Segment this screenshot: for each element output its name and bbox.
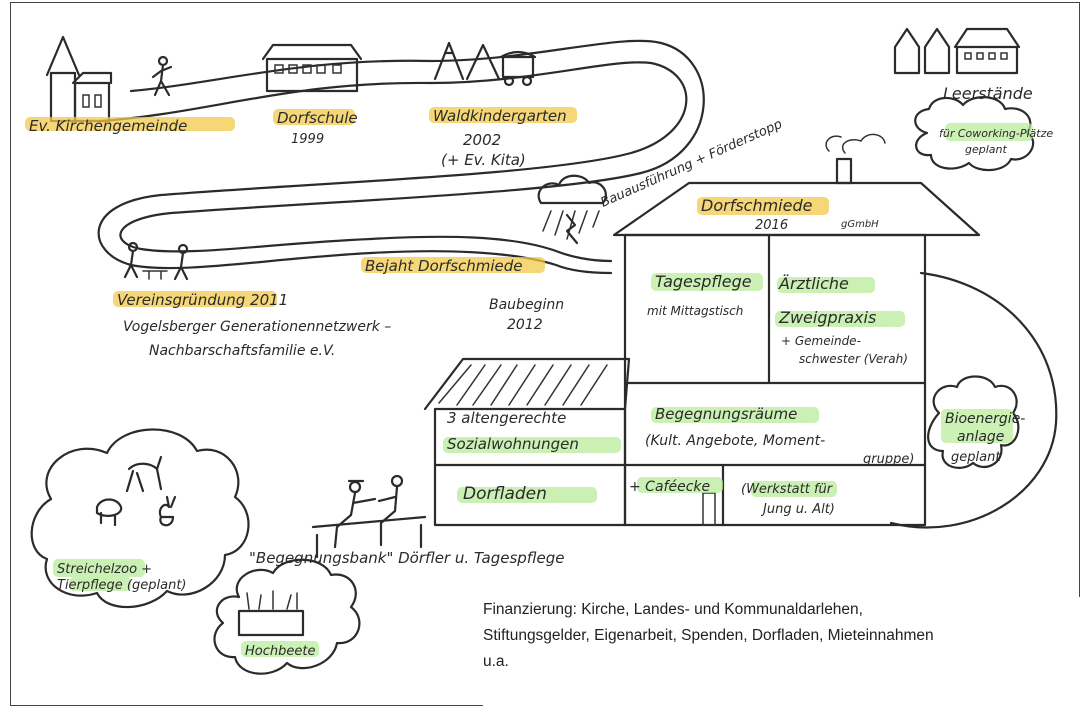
- hiker-drawing: [151, 55, 173, 97]
- annex-building: [423, 357, 631, 527]
- label-apartments-line2: Sozialwohnungen: [447, 435, 579, 453]
- bench-drawing: [311, 474, 427, 559]
- church-drawing: [45, 35, 113, 123]
- bioenergy-cloud: [927, 375, 1020, 469]
- label-school-year: 1999: [291, 132, 324, 147]
- sketch-frame: Ev. Kirchengemeinde Dorfschule 1999 Wald…: [10, 2, 1083, 707]
- label-bench: "Begegnungsbank" Dörfler u. Tagespflege: [249, 549, 564, 567]
- label-association: Vereinsgründung 2011: [117, 291, 288, 309]
- label-workshop-line1: (Werkstatt für: [741, 482, 834, 497]
- school-drawing: [261, 43, 363, 93]
- label-forest-kindergarten-year: 2002: [463, 131, 501, 149]
- label-coworking-planned: geplant: [965, 143, 1008, 156]
- winding-path: [97, 39, 705, 275]
- label-construction-start: Baubeginn: [489, 297, 564, 313]
- label-bioenergy-line1: Bioenergie-: [945, 411, 1025, 427]
- petting-zoo-drawing: [30, 428, 250, 609]
- label-forest-kindergarten: Waldkindergarten: [433, 107, 567, 125]
- label-nurse-line2: schwester (Verah): [799, 352, 908, 366]
- highlights: [25, 107, 1033, 657]
- label-branch-practice: Zweigpraxis: [778, 308, 876, 327]
- smithy-building: [612, 133, 981, 527]
- label-church: Ev. Kirchengemeinde: [29, 117, 187, 135]
- funding-line-2: Stiftungsgelder, Eigenarbeit, Spenden, D…: [483, 627, 934, 644]
- loop-around-building: [889, 271, 1058, 529]
- funding-note: Finanzierung: Kirche, Landes- und Kommun…: [483, 597, 1083, 707]
- label-construction-start-year: 2012: [507, 317, 543, 333]
- label-daycare-lunch: mit Mittagstisch: [647, 304, 743, 318]
- funding-line-1: Finanzierung: Kirche, Landes- und Kommun…: [483, 601, 863, 618]
- label-workshop-line2: Jung u. Alt): [760, 502, 835, 517]
- rain-cloud-drawing: [537, 174, 607, 245]
- label-bioenergy-planned: geplant: [951, 450, 1001, 465]
- label-meeting-rooms: Begegnungsräume: [655, 405, 797, 423]
- label-village-shop: Dorfladen: [463, 484, 547, 504]
- raised-beds-drawing: [213, 558, 361, 675]
- village-sketch: Ev. Kirchengemeinde Dorfschule 1999 Wald…: [25, 27, 1058, 675]
- label-smithy-gmbh: gGmbH: [841, 219, 879, 230]
- founders-drawing: [123, 241, 189, 281]
- label-vacancies: Leerstände: [943, 84, 1033, 103]
- label-school: Dorfschule: [277, 109, 358, 127]
- label-coworking: für Coworking-Plätze: [939, 127, 1053, 140]
- label-bioenergy-line2: anlage: [957, 429, 1004, 445]
- label-meeting-offers-line2: gruppe): [863, 452, 914, 467]
- label-cafe: + Caféecke: [629, 479, 710, 495]
- label-meeting-offers-line1: (Kult. Angebote, Moment-: [645, 433, 825, 449]
- label-nurse-line1: + Gemeinde-: [781, 334, 861, 348]
- label-petting-zoo-line1: Streichelzoo +: [57, 562, 152, 577]
- label-vote: Bejaht Dorfschmiede: [365, 257, 523, 275]
- label-medical: Ärztliche: [778, 274, 849, 293]
- label-apartments-line1: 3 altengerechte: [447, 409, 566, 427]
- label-raised-beds: Hochbeete: [245, 644, 315, 659]
- label-network-line2: Nachbarschaftsfamilie e.V.: [149, 343, 335, 359]
- label-forest-kindergarten-note: (+ Ev. Kita): [441, 151, 526, 169]
- label-smithy-year: 2016: [755, 218, 788, 233]
- label-smithy: Dorfschmiede: [701, 196, 813, 215]
- sketch-labels: Ev. Kirchengemeinde Dorfschule 1999 Wald…: [29, 84, 1053, 659]
- vacant-houses-drawing: [893, 27, 1021, 75]
- funding-line-3: u.a.: [483, 653, 509, 670]
- forest-kindergarten-drawing: [433, 41, 537, 87]
- label-network-line1: Vogelsberger Generationennetzwerk –: [123, 319, 391, 335]
- label-daycare: Tagespflege: [655, 272, 752, 291]
- label-petting-zoo-line2: Tierpflege (geplant): [57, 578, 187, 593]
